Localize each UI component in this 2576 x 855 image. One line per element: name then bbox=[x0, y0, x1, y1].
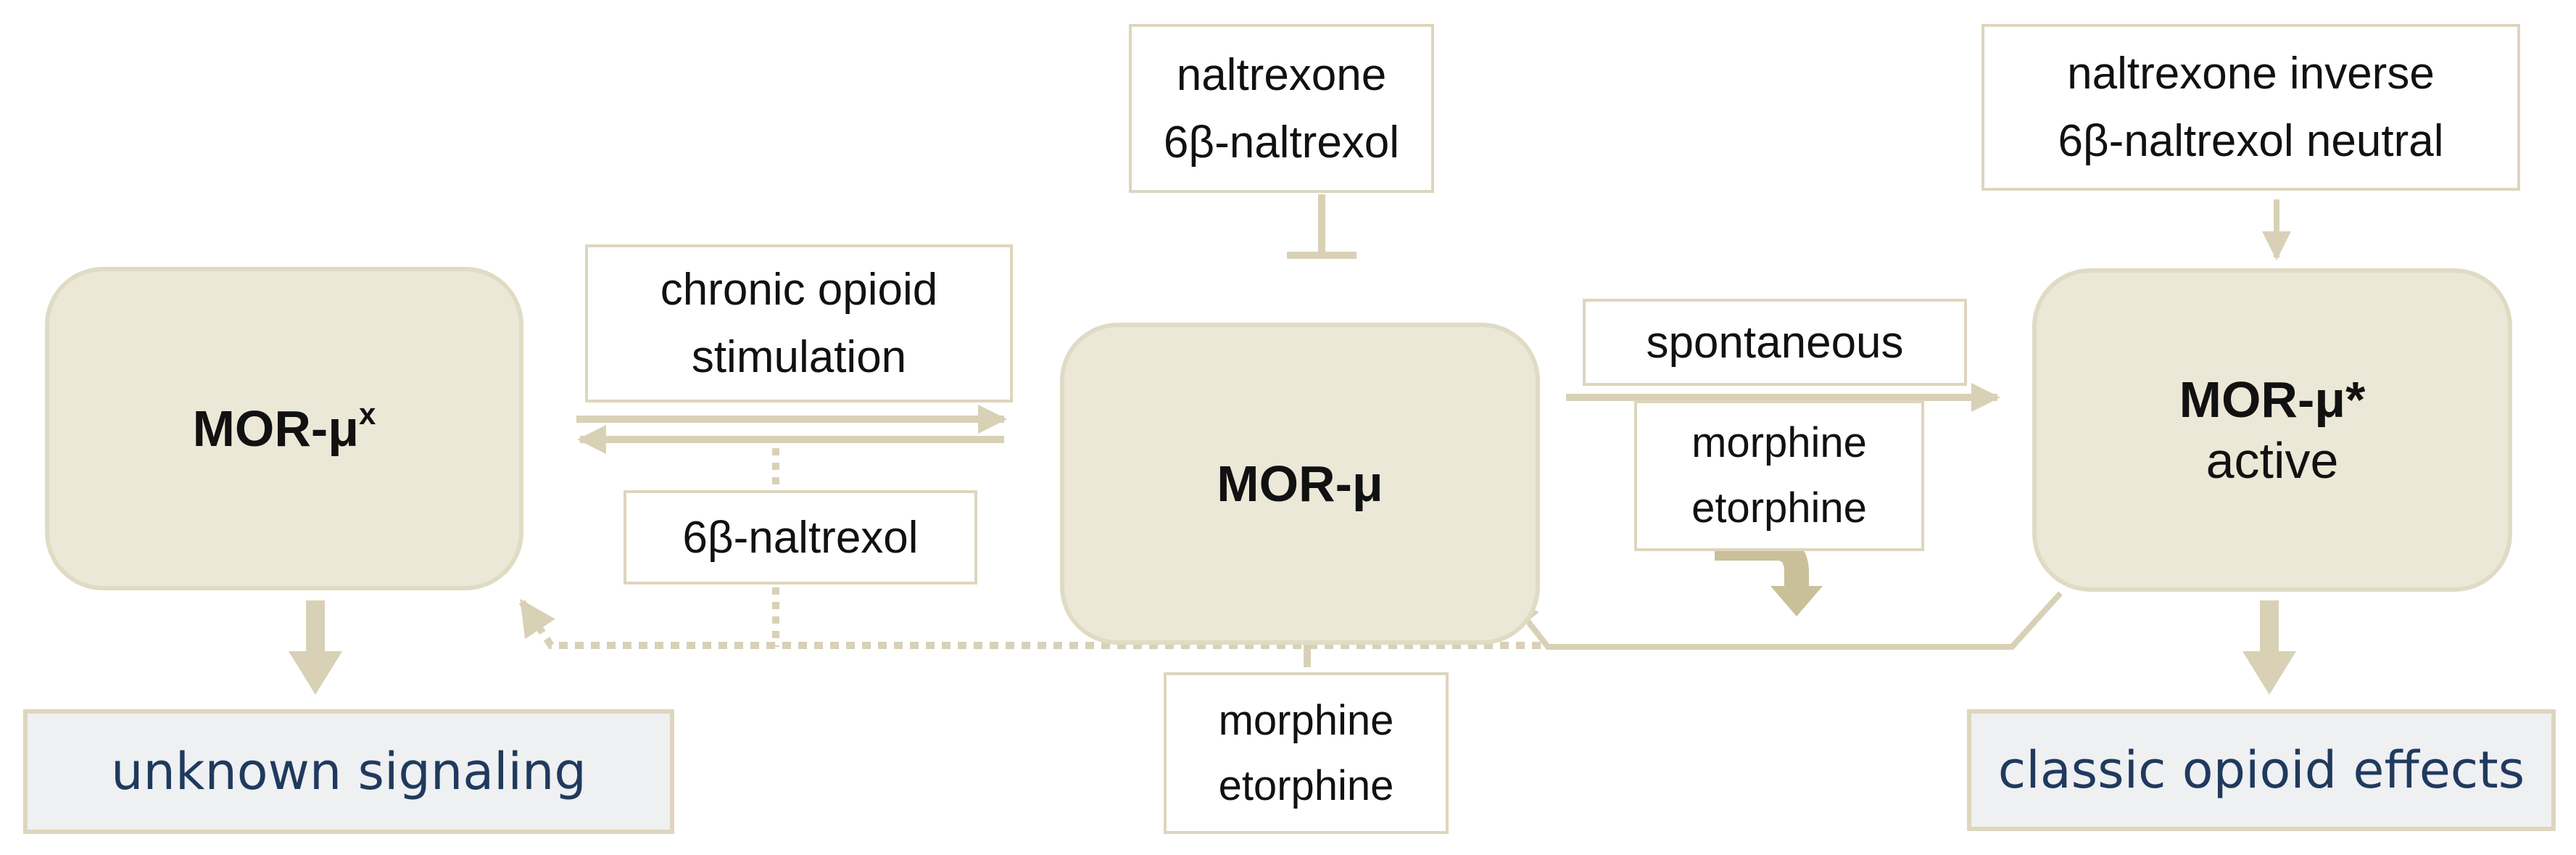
agonist-curved-arrowhead bbox=[1771, 586, 1823, 616]
inverse-neutral-label: naltrexone inverse 6β-naltrexol neutral bbox=[1981, 24, 2520, 191]
outcome-left-shaft bbox=[306, 600, 325, 651]
naltrexol-mid-line-1: 6β-naltrexol bbox=[682, 512, 919, 563]
state-mor-mu: MOR-μ bbox=[1060, 323, 1540, 645]
state-mor-mu-active-name: MOR-μ* bbox=[2179, 371, 2366, 428]
agonist-curved-arrow bbox=[1715, 536, 1809, 586]
inverse-neutral-line-2: 6β-naltrexol neutral bbox=[2058, 116, 2444, 166]
outcome-unknown-signaling: unknown signaling bbox=[23, 709, 674, 834]
agonists-right-line-2: etorphine bbox=[1691, 484, 1867, 532]
state-mor-mu-active: MOR-μ* active bbox=[2032, 268, 2512, 592]
outcome-classic-opioid-effects: classic opioid effects bbox=[1967, 709, 2556, 831]
state-mor-mu-active-sub: active bbox=[2206, 432, 2339, 489]
agonists-bottom-line-1: morphine bbox=[1218, 696, 1394, 744]
state-mor-mu-name: MOR-μ bbox=[1217, 455, 1383, 512]
chronic-stimulation-label: chronic opioid stimulation bbox=[585, 244, 1013, 402]
antagonists-top-label: naltrexone 6β-naltrexol bbox=[1129, 24, 1434, 193]
spontaneous-line-1: spontaneous bbox=[1646, 317, 1904, 368]
agonists-bottom-line-2: etorphine bbox=[1218, 761, 1394, 809]
outcome-left-arrowhead bbox=[289, 651, 342, 695]
agonists-right-line-1: morphine bbox=[1691, 419, 1867, 467]
state-mor-mu-x: MOR-μx bbox=[45, 267, 523, 590]
inverse-neutral-line-1: naltrexone inverse bbox=[2067, 49, 2435, 99]
naltrexol-mid-label: 6β-naltrexol bbox=[624, 490, 977, 585]
antagonists-top-line-1: naltrexone bbox=[1176, 49, 1387, 100]
state-mor-mu-x-name: MOR-μx bbox=[192, 396, 376, 457]
antagonists-top-line-2: 6β-naltrexol bbox=[1163, 117, 1400, 168]
outcome-right-arrowhead bbox=[2242, 651, 2296, 695]
agonists-right-label: morphine etorphine bbox=[1634, 400, 1924, 551]
agonists-bottom-label: morphine etorphine bbox=[1164, 672, 1449, 834]
chronic-stimulation-line-1: chronic opioid bbox=[660, 265, 938, 315]
spontaneous-label: spontaneous bbox=[1583, 299, 1967, 386]
dotted-feedback-path bbox=[518, 598, 1541, 649]
active-return-path bbox=[1509, 591, 2063, 650]
chronic-stimulation-line-2: stimulation bbox=[691, 332, 907, 382]
outcome-right-shaft bbox=[2260, 600, 2279, 651]
